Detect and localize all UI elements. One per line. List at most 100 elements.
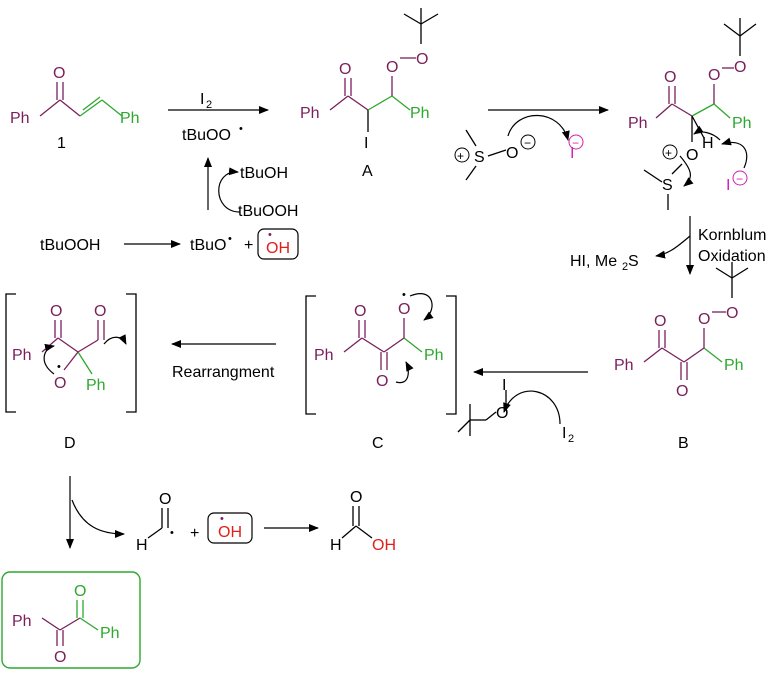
intermediate-c-o-left: O [354,303,366,320]
sulfonium-o2: O [734,59,746,76]
intermediate-d: Ph O O Ph O • D [5,293,137,452]
intermediate-d-o-radical: O [54,375,66,392]
intermediate-c-ph-right: Ph [424,347,444,364]
iodide-leaving-charge: − [572,136,579,150]
formyl-o-label: O [159,491,171,508]
kornblum-label-2: Oxidation [698,248,766,265]
oh-radical-box-2 [207,512,253,544]
step-dmso-substitution: + S O − I − [454,106,609,181]
compound-1-chalcone: Ph O Ph 1 [10,65,140,152]
plus-sign-2: + [190,525,199,542]
dmso-s-label: S [474,149,485,166]
product-ph-left: Ph [12,613,32,630]
iodide-leaving-label: I [570,145,574,162]
dmso-minus-charge: − [524,136,531,150]
hi-me2s-s: S [628,253,639,270]
intermediate-b-o-left: O [654,313,666,330]
tbuoi-i-label: I [502,377,506,394]
tbuoi-o-label: O [496,405,508,422]
sulfonium-plus-charge: + [665,146,672,160]
sulfonium-o1: O [708,67,720,84]
oh-radical-label-2: OH [218,524,242,541]
formyl-radical-dot: • [170,527,174,539]
formyl-h-label: H [136,537,148,554]
hi-me2s-sub: 2 [622,261,628,273]
intermediate-b-o1: O [698,311,710,328]
intermediate-a-o2: O [416,51,428,68]
step-iodination-arrow: I 2 tBuOO • [168,91,269,144]
intermediate-d-o-aldehyde: O [94,303,106,320]
intermediate-d-o-ketone: O [50,303,62,320]
intermediate-b-o2: O [726,305,738,322]
step-fragmentation: H O • + OH • H O OH [66,476,396,554]
dmso-o-label: O [506,145,518,162]
compound-1-carbonyl-o: O [53,65,65,82]
intermediate-c-o-right: O [376,373,388,390]
product-o-bottom: O [54,649,66,666]
sulfonium-ph-right: Ph [732,115,752,132]
intermediate-c: Ph O O Ph O • C [305,289,457,452]
step-b-to-c: I 2 O I [457,368,588,445]
intermediate-b-o-right: O [676,383,688,400]
i2-reagent-bottom: I [562,425,566,442]
dmso-plus-charge: + [457,149,464,163]
plus-sign-1: + [244,237,253,254]
intermediate-a-label: A [362,163,373,180]
intermediate-c-o-radical-dot: • [402,289,406,301]
step-rearrangement: Rearrangment [171,340,276,381]
sulfonium-h-label: H [702,135,714,152]
oh-radical-box-1 [257,228,299,260]
intermediate-c-ph-left: Ph [314,347,334,364]
intermediate-b-ph-right: Ph [724,357,744,374]
intermediate-a-ph-left: Ph [300,105,320,122]
formic-acid-o-label: O [350,489,362,506]
tbuoo-radical-dot: • [239,123,243,135]
sulfonium-carbonyl-o: O [664,69,676,86]
oh-radical-dot-2: • [220,513,224,525]
product-box [1,571,141,669]
sulfonium-iodide-label: I [726,177,730,194]
step-kornblum-oxidation: Kornblum Oxidation HI, Me 2 S [570,216,766,275]
tbuoh-label: tBuOH [240,165,288,182]
intermediate-a-carbonyl-o: O [339,61,351,78]
product-ph-right: Ph [100,625,120,642]
product-o-top: O [74,583,86,600]
tbuooh-start-label: tBuOOH [40,237,100,254]
i2-reagent-top-sub: 2 [206,99,212,111]
hi-me2s-label: HI, Me [570,253,617,270]
formic-acid-h-label: H [330,537,342,554]
intermediate-b-ph-left: Ph [614,357,634,374]
i2-reagent-top: I [200,91,204,108]
intermediate-a-iodine: I [364,135,368,152]
radical-generation: tBuOOH tBuO • + OH • tBuOH tBuOOH [40,157,299,260]
tbuoo-radical-label: tBuOO [182,127,231,144]
sulfonium-ph-left: Ph [628,115,648,132]
tbuo-radical-label: tBuO [190,237,226,254]
intermediate-d-ph-right: Ph [86,377,106,394]
oh-radical-label-1: OH [266,240,290,257]
sulfonium-o-label: O [686,147,698,164]
sulfonium-s-label: S [662,177,673,194]
kornblum-label-1: Kornblum [698,227,766,244]
sulfonium-intermediate: Ph O H Ph O O O S + I − [628,18,757,210]
compound-1-label: 1 [57,135,66,152]
intermediate-d-ph: Ph [12,347,32,364]
intermediate-d-label: D [64,435,76,452]
intermediate-c-label: C [372,435,384,452]
final-product-benzil: Ph O O Ph [1,571,141,669]
tbuooh-label: tBuOOH [238,203,298,220]
rearrangement-label: Rearrangment [172,364,275,381]
tbuo-radical-dot: • [228,233,232,245]
sulfonium-iodide-charge: − [736,172,743,186]
intermediate-b: Ph O O Ph O O B [614,262,749,452]
oh-radical-dot-1: • [268,229,272,241]
intermediate-c-o-radical: O [398,301,410,318]
i2-reagent-bottom-sub: 2 [568,433,574,445]
intermediate-a-ph-right: Ph [410,105,430,122]
formic-acid-oh-label: OH [372,537,396,554]
intermediate-a: Ph O I Ph O O A [300,8,439,180]
compound-1-ph-right: Ph [120,110,140,127]
intermediate-d-o-radical-dot: • [57,361,61,373]
intermediate-b-label: B [678,435,689,452]
